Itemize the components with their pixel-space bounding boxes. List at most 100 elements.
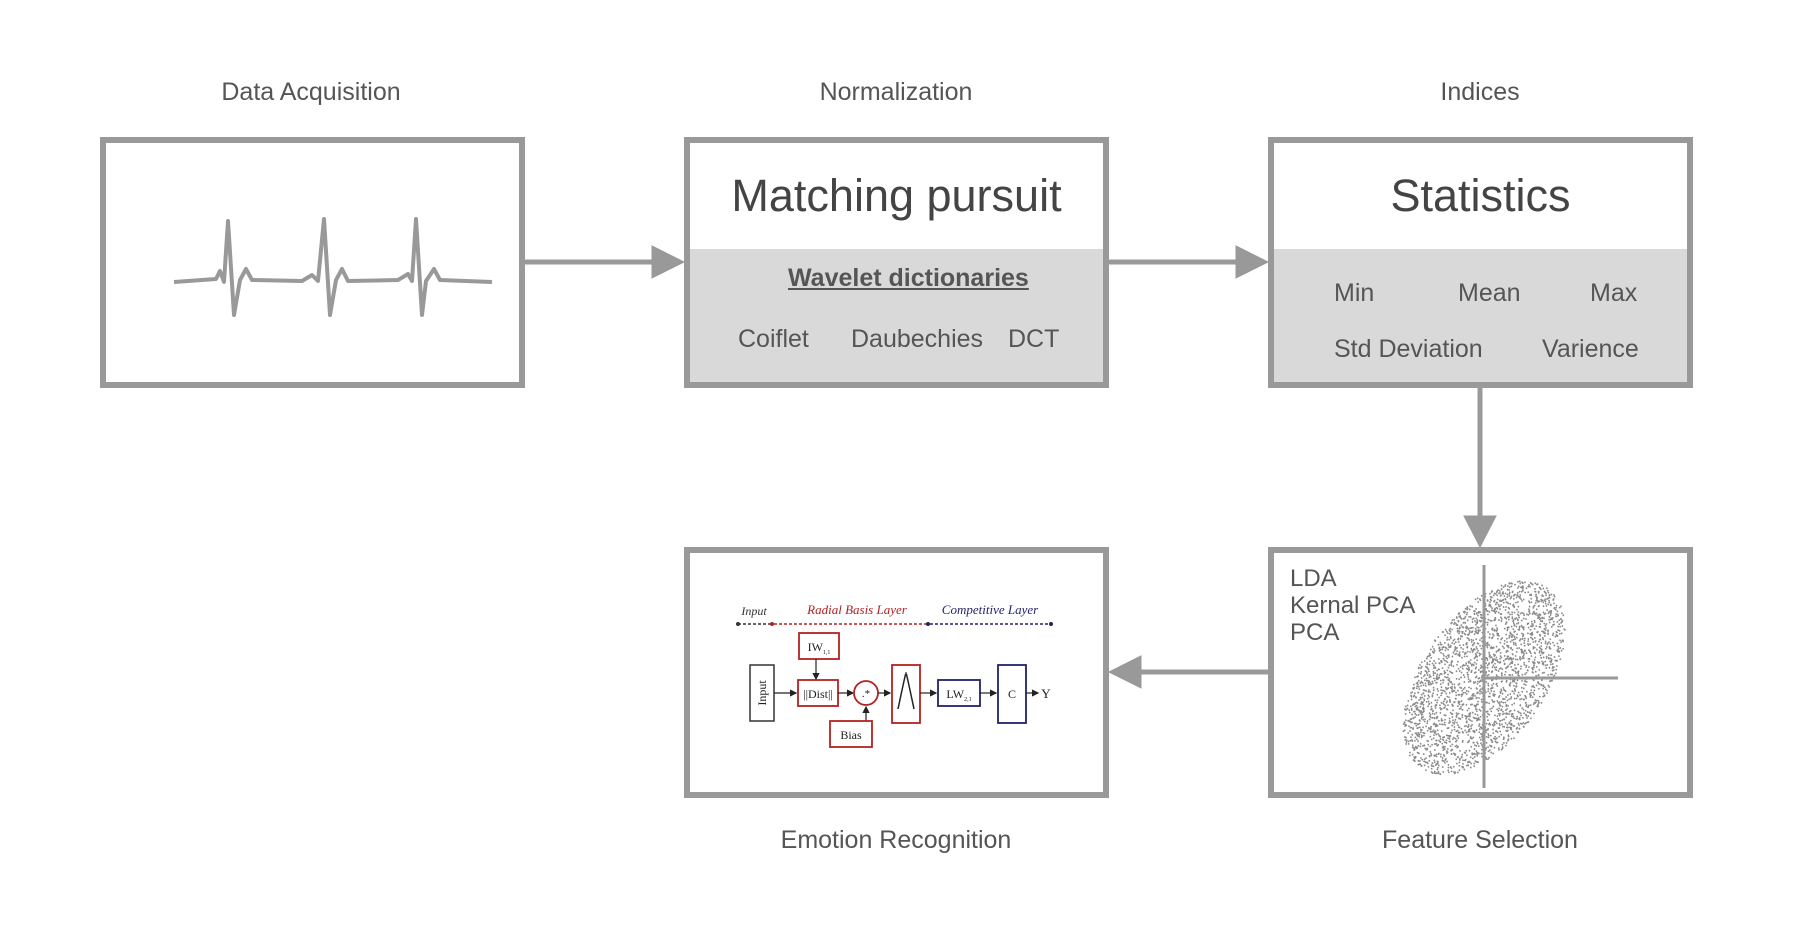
scatter-point xyxy=(1500,689,1503,692)
scatter-point xyxy=(1451,689,1453,692)
scatter-point xyxy=(1510,662,1512,664)
scatter-point xyxy=(1415,724,1418,727)
scatter-point xyxy=(1541,584,1543,587)
scatter-point xyxy=(1528,608,1530,611)
scatter-point xyxy=(1417,759,1420,762)
scatter-point xyxy=(1459,718,1462,720)
scatter-point xyxy=(1436,768,1439,771)
scatter-point xyxy=(1533,621,1536,624)
scatter-point xyxy=(1513,664,1516,666)
scatter-point xyxy=(1517,674,1520,677)
scatter-point xyxy=(1512,679,1515,682)
scatter-point xyxy=(1479,639,1481,642)
scatter-point xyxy=(1493,722,1495,725)
scatter-point xyxy=(1420,729,1423,732)
scatter-point xyxy=(1547,597,1550,600)
scatter-point xyxy=(1525,618,1527,620)
scatter-point xyxy=(1444,723,1446,726)
scatter-point xyxy=(1445,630,1448,633)
scatter-point xyxy=(1417,740,1419,742)
scatter-point xyxy=(1481,658,1483,660)
scatter-point xyxy=(1514,670,1517,673)
scatter-point xyxy=(1405,708,1408,711)
scatter-point xyxy=(1478,708,1481,711)
scatter-point xyxy=(1463,655,1466,658)
scatter-point xyxy=(1474,708,1477,711)
scatter-point xyxy=(1426,661,1429,664)
scatter-point xyxy=(1402,723,1405,726)
scatter-point xyxy=(1451,628,1453,631)
scatter-point xyxy=(1562,639,1564,642)
scatter-point xyxy=(1480,594,1483,597)
scatter-point xyxy=(1466,668,1469,671)
scatter-point xyxy=(1508,588,1510,591)
scatter-point xyxy=(1548,646,1551,649)
scatter-point xyxy=(1560,649,1563,652)
scatter-point xyxy=(1475,745,1478,747)
scatter-point xyxy=(1458,670,1461,672)
scatter-point xyxy=(1490,738,1492,741)
scatter-point xyxy=(1418,760,1421,762)
scatter-point xyxy=(1448,696,1450,699)
scatter-point xyxy=(1519,612,1522,615)
matching-pursuit-box: Matching pursuit Wavelet dictionaries Co… xyxy=(684,137,1109,388)
scatter-point xyxy=(1437,766,1439,769)
scatter-point xyxy=(1444,761,1446,764)
scatter-point xyxy=(1468,749,1471,752)
scatter-point xyxy=(1556,613,1559,616)
scatter-point xyxy=(1489,604,1492,606)
scatter-point xyxy=(1432,689,1435,692)
scatter-point xyxy=(1528,584,1530,586)
scatter-point xyxy=(1516,633,1518,636)
scatter-point xyxy=(1473,648,1476,651)
scatter-point xyxy=(1560,621,1562,624)
scatter-point xyxy=(1552,599,1555,601)
scatter-point xyxy=(1449,766,1452,768)
scatter-point xyxy=(1499,599,1502,602)
scatter-point xyxy=(1405,743,1408,745)
scatter-point xyxy=(1522,651,1525,654)
ecg-waveform-icon xyxy=(173,217,493,317)
scatter-point xyxy=(1506,666,1509,669)
scatter-point xyxy=(1432,670,1435,673)
scatter-point xyxy=(1431,694,1434,697)
scatter-point xyxy=(1446,632,1449,635)
scatter-point xyxy=(1464,729,1467,732)
scatter-point xyxy=(1432,723,1435,726)
scatter-point xyxy=(1431,680,1434,683)
scatter-point xyxy=(1510,723,1513,726)
scatter-point xyxy=(1545,655,1548,658)
scatter-point xyxy=(1492,724,1495,727)
scatter-point xyxy=(1473,730,1476,733)
scatter-point xyxy=(1473,744,1476,747)
scatter-point xyxy=(1517,580,1519,583)
scatter-point xyxy=(1494,668,1497,671)
scatter-point xyxy=(1439,753,1442,756)
scatter-point xyxy=(1536,699,1538,702)
scatter-point xyxy=(1533,658,1536,661)
scatter-point xyxy=(1435,675,1438,678)
scatter-point xyxy=(1411,691,1414,694)
scatter-point xyxy=(1530,636,1532,639)
scatter-point xyxy=(1442,749,1445,752)
scatter-point xyxy=(1499,692,1502,694)
scatter-point xyxy=(1457,629,1460,632)
scatter-point xyxy=(1443,670,1446,673)
scatter-point xyxy=(1500,733,1503,736)
scatter-point xyxy=(1423,695,1426,697)
scatter-point xyxy=(1448,692,1451,694)
scatter-point xyxy=(1445,655,1447,658)
scatter-point xyxy=(1437,690,1440,692)
scatter-point xyxy=(1407,719,1410,722)
scatter-point xyxy=(1462,664,1465,666)
scatter-point xyxy=(1505,679,1508,682)
scatter-point xyxy=(1466,606,1469,608)
scatter-point xyxy=(1478,652,1481,655)
scatter-point xyxy=(1458,707,1461,710)
scatter-point xyxy=(1513,709,1516,712)
scatter-point xyxy=(1422,684,1425,687)
scatter-point xyxy=(1453,650,1456,652)
scatter-point xyxy=(1458,632,1460,635)
scatter-point xyxy=(1535,648,1538,651)
scatter-point xyxy=(1499,595,1502,597)
